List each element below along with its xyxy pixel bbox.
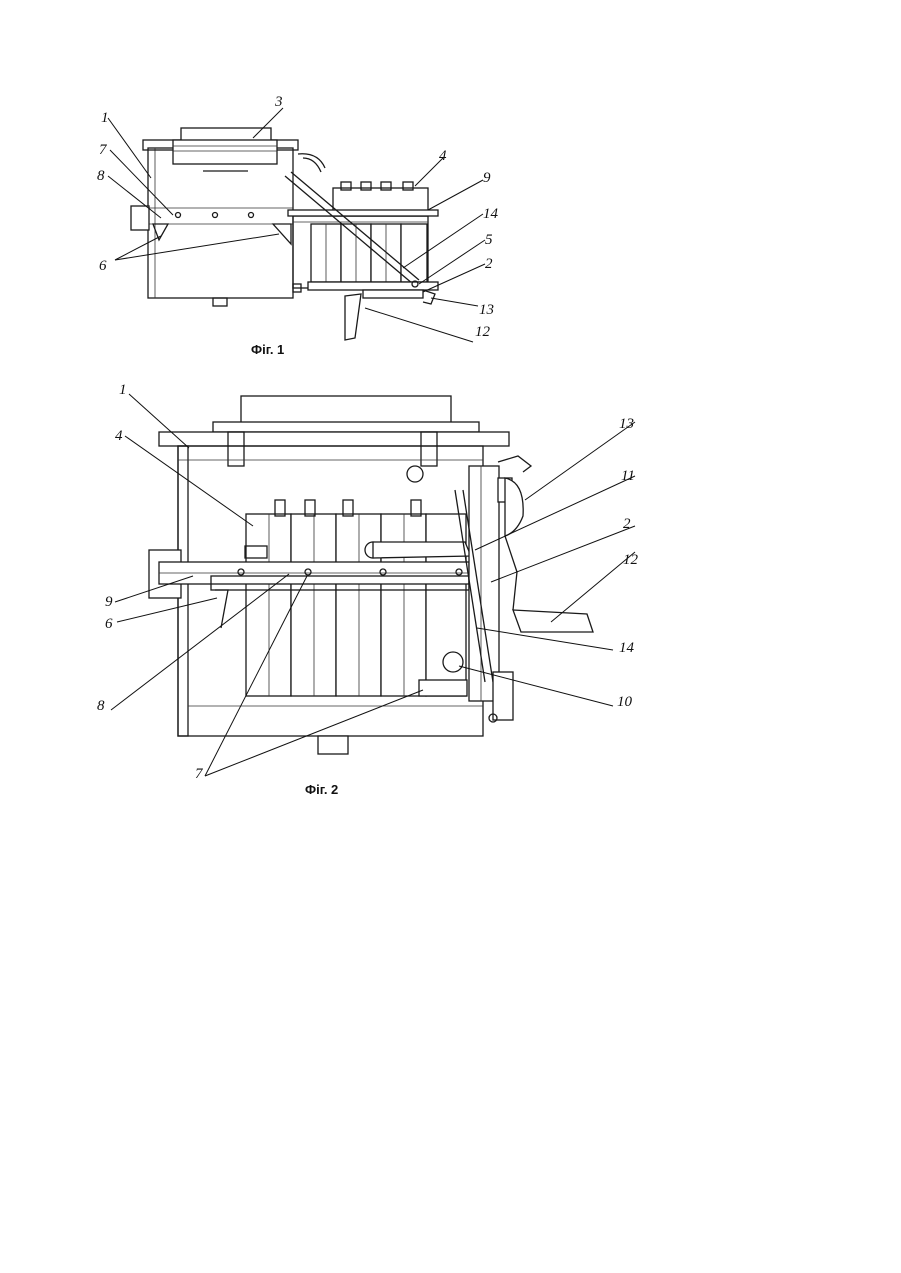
- pedal-plate: [345, 294, 361, 340]
- callout-label: 7: [195, 766, 204, 782]
- callout-label: 9: [105, 594, 113, 610]
- callout-label: 12: [623, 552, 639, 568]
- callout-label: 5: [485, 232, 493, 248]
- figure-1: 1 3 7 8 4 9 14 5 2 6 13 12 Фіг. 1: [93, 88, 525, 358]
- figure-1-drawing: 1 3 7 8 4 9 14 5 2 6 13 12 Фіг. 1: [93, 88, 525, 358]
- callout-label: 8: [97, 698, 105, 714]
- callout-label: 4: [115, 428, 123, 444]
- side-door: [469, 466, 499, 701]
- callout-label: 6: [105, 616, 113, 632]
- battery-cell: [291, 514, 336, 696]
- callout-label: 7: [99, 142, 108, 158]
- pivot-pin: [443, 652, 463, 672]
- figure-2: 1 4 13 11 2 12 9 6 14 8 10 7 Фіг. 2: [93, 366, 648, 798]
- figure-2-drawing: 1 4 13 11 2 12 9 6 14 8 10 7 Фіг. 2: [93, 366, 648, 798]
- callout-label: 13: [479, 302, 494, 318]
- callout-label: 8: [97, 168, 105, 184]
- callout-label: 2: [485, 256, 493, 272]
- figure-caption: Фіг. 2: [305, 782, 338, 797]
- callout-label: 12: [475, 324, 491, 340]
- callout-label: 13: [619, 416, 634, 432]
- callout-label: 14: [619, 640, 635, 656]
- battery-cell: [381, 514, 426, 696]
- battery-cell: [246, 514, 291, 696]
- callout-label: 1: [119, 382, 127, 398]
- door-handle: [505, 478, 523, 536]
- callout-label: 6: [99, 258, 107, 274]
- callout-label: 3: [274, 94, 283, 110]
- battery-cell: [336, 514, 381, 696]
- pedal-plate: [513, 610, 593, 632]
- callout-label: 2: [623, 516, 631, 532]
- callout-label: 10: [617, 694, 633, 710]
- figure-caption: Фіг. 1: [251, 342, 284, 357]
- callout-label: 1: [101, 110, 109, 126]
- callout-label: 9: [483, 170, 491, 186]
- lid-part: [241, 396, 451, 424]
- callout-label: 11: [621, 468, 635, 484]
- callout-label: 14: [483, 206, 499, 222]
- callout-label: 4: [439, 148, 447, 164]
